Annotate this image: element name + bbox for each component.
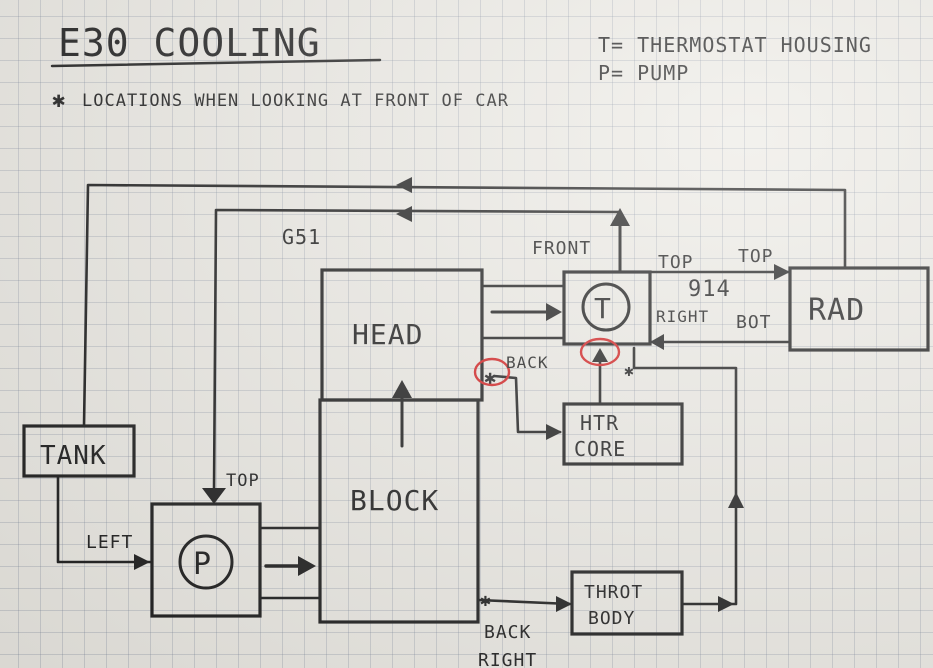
arrow-right-icon [774,264,790,280]
throttle-body-label-2: BODY [588,608,635,629]
pump-label: P [193,547,212,582]
thermostat-label: T [594,292,612,325]
arrow-left-icon [396,206,412,222]
arrow-right-icon [134,554,150,570]
thermostat-circle [581,282,631,332]
bot-label: BOT [736,312,772,333]
g51-line [212,208,622,494]
heater-core-label-1: HTR [580,411,619,435]
block-label: BLOCK [350,484,439,517]
pump-box [150,502,262,618]
heater-core-box [562,402,684,466]
right-label-b: RIGHT [478,650,537,668]
arrow-right-icon [298,556,316,576]
pump-to-block-hose [258,526,322,600]
pump-circle [178,534,234,590]
head-to-heater-line [492,374,562,434]
arrow-left-icon [396,177,412,193]
title-underline [50,58,382,68]
tank-box [22,424,136,478]
tank-label: TANK [40,441,107,471]
arrow-up-icon [610,208,630,226]
rad-to-tank-line [82,183,847,428]
arrow-down-icon [202,488,226,504]
head-label: HEAD [352,318,423,351]
diagram-title: E30 COOLING [58,21,321,65]
legend-thermostat: T= THERMOSTAT HOUSING [598,33,872,57]
asterisk-icon: ✱ [484,365,497,389]
right-label-a: RIGHT [656,307,709,326]
front-label: FRONT [532,238,591,259]
throttle-return-line [632,346,738,606]
arrow-right-icon [546,303,562,321]
top-label-a: TOP [658,252,694,273]
arrow-right-icon [556,596,572,612]
arrow-right-icon [718,596,734,612]
rad-box [788,266,930,352]
heater-core-label-2: CORE [574,437,626,461]
asterisk-icon: ✱ [624,361,635,380]
back-label-a: BACK [506,353,549,372]
highlight-circle [473,357,511,387]
arrow-up-icon [392,380,412,398]
left-label: LEFT [86,532,133,553]
head-to-thermo-hose [480,284,566,340]
highlight-circle [579,337,621,367]
asterisk-icon: ✱ [480,590,492,611]
arrow-up-icon [728,492,744,508]
num914-label: 914 [688,277,731,302]
thermostat-box [562,270,652,346]
tank-to-pump-line [56,474,152,564]
legend-pump: P= PUMP [598,61,689,85]
g51-label: G51 [282,225,321,249]
arrow-up-icon [592,348,608,362]
block-box [318,398,480,624]
pump-top-label: TOP [226,471,260,491]
back-label-b: BACK [484,622,531,643]
arrow-right-icon [546,424,562,440]
top-label-b: TOP [738,246,774,267]
arrow-left-icon [650,334,664,350]
location-note: LOCATIONS WHEN LOOKING AT FRONT OF CAR [82,91,509,111]
rad-label: RAD [808,293,865,328]
asterisk-icon: ✱ [52,88,66,113]
throttle-body-label-1: THROT [584,582,643,603]
block-to-throttle-line [476,598,572,606]
